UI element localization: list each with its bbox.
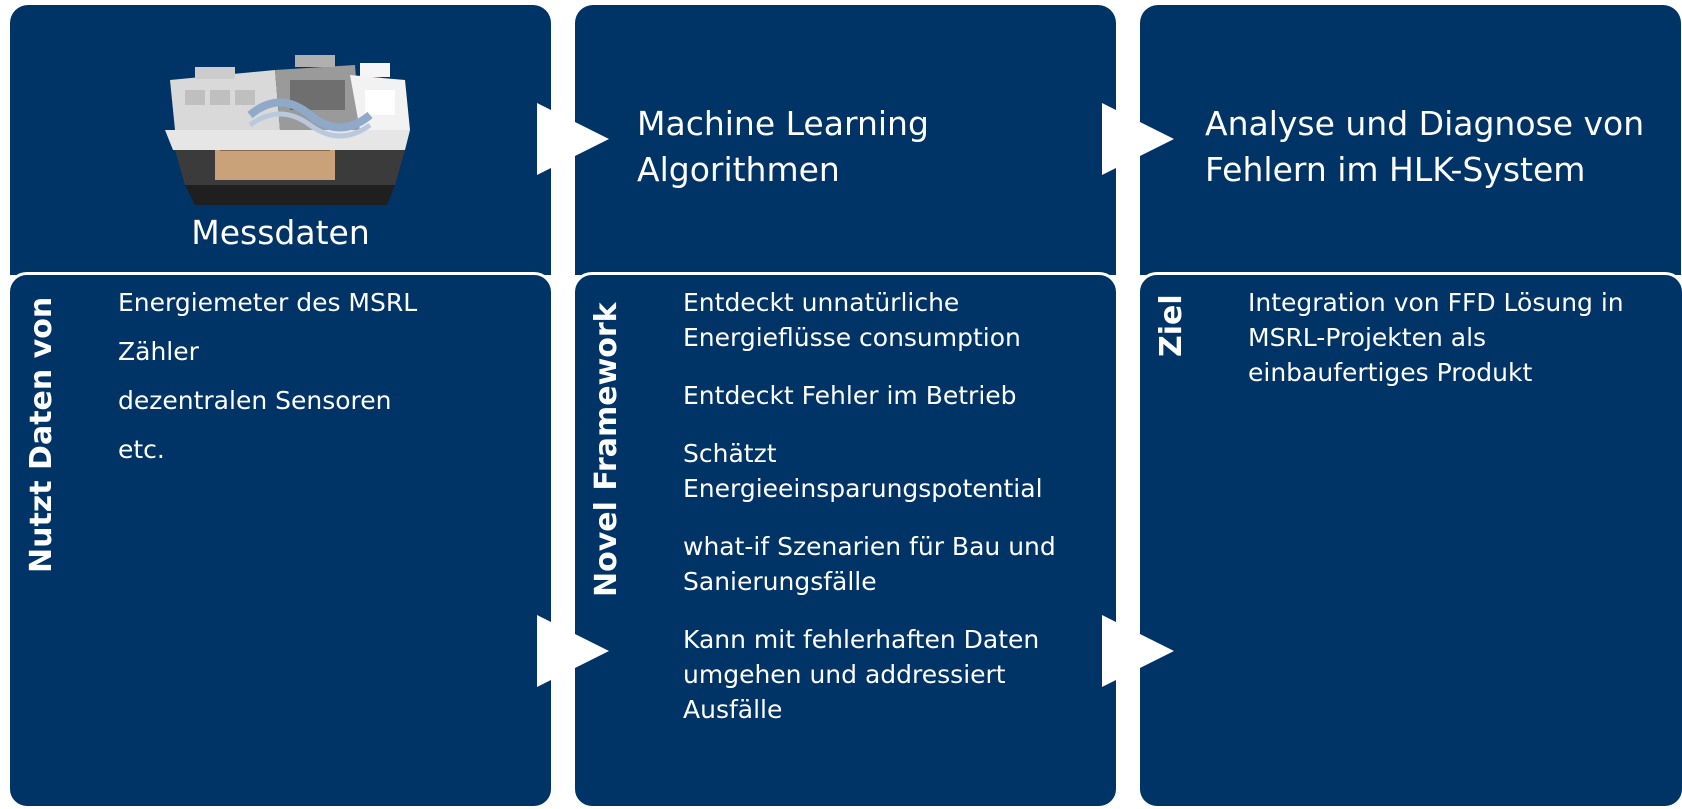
- measurement-data-label: Messdaten: [191, 213, 370, 252]
- list-item: Integration von FFD Lösung in MSRL-Proje…: [1248, 288, 1624, 387]
- list-item: Zähler: [118, 337, 199, 366]
- framework-list: Entdeckt unnatürliche Energieflüsse cons…: [683, 285, 1103, 750]
- list-item: dezentralen Sensoren: [118, 386, 392, 415]
- list-item: Entdeckt Fehler im Betrieb: [683, 381, 1017, 410]
- list-item: Kann mit fehlerhaften Daten umgehen und …: [683, 625, 1040, 724]
- ml-algorithms-box: Machine Learning Algorithmen: [575, 5, 1116, 275]
- data-sources-side-label: Nutzt Daten von: [24, 296, 59, 573]
- ml-algorithms-title: Machine Learning Algorithmen: [637, 104, 929, 189]
- analysis-diagnosis-box: Analyse und Diagnose von Fehlern im HLK-…: [1140, 5, 1681, 275]
- goal-list: Integration von FFD Lösung in MSRL-Proje…: [1248, 285, 1668, 390]
- list-item: Energiemeter des MSRL: [118, 288, 418, 317]
- measurement-data-box: Messdaten: [10, 5, 551, 275]
- list-item: etc.: [118, 435, 165, 464]
- arrow-right-icon: [1102, 103, 1174, 175]
- arrow-right-icon: [1102, 615, 1174, 687]
- data-sources-box: Nutzt Daten von Energiemeter des MSRL Zä…: [7, 272, 554, 809]
- framework-side-label: Novel Framework: [589, 302, 624, 597]
- list-item: Entdeckt unnatürliche Energieflüsse cons…: [683, 288, 1021, 352]
- building-icon: [165, 55, 410, 205]
- goal-box: Ziel Integration von FFD Lösung in MSRL-…: [1137, 272, 1682, 809]
- data-sources-list: Energiemeter des MSRL Zähler dezentralen…: [118, 285, 417, 481]
- list-item: Schätzt Energieeinsparungspotential: [683, 439, 1043, 503]
- arrow-right-icon: [537, 615, 609, 687]
- framework-box: Novel Framework Entdeckt unnatürliche En…: [572, 272, 1119, 809]
- arrow-right-icon: [537, 103, 609, 175]
- analysis-diagnosis-title: Analyse und Diagnose von Fehlern im HLK-…: [1205, 104, 1645, 189]
- list-item: what-if Szenarien für Bau und Sanierungs…: [683, 532, 1056, 596]
- goal-side-label: Ziel: [1154, 294, 1189, 357]
